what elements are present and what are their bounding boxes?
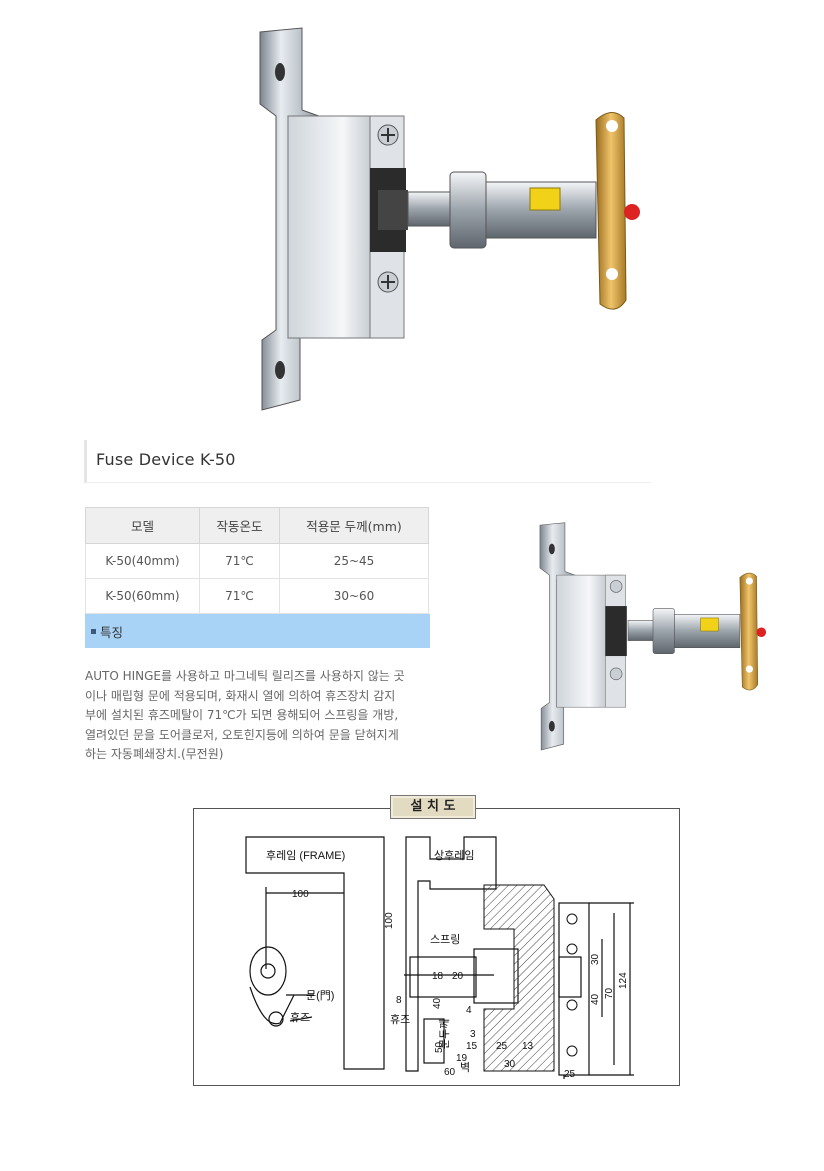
description-line: 이나 매립형 문에 적용되며, 화재시 열에 의하여 휴즈장치 감지 xyxy=(85,688,396,703)
dim-label: 19 xyxy=(456,1053,468,1064)
dim-label: 25 xyxy=(496,1041,508,1052)
bullet-square-icon xyxy=(91,629,96,634)
dim-label: 124 xyxy=(618,972,629,989)
label-fuse: 휴즈 xyxy=(290,1011,310,1024)
dim-label: 30 xyxy=(504,1059,516,1070)
dim-label: 4 xyxy=(466,1005,472,1016)
product-title: Fuse Device K-50 xyxy=(96,450,236,469)
dim-label: 13 xyxy=(522,1041,534,1052)
description-line: AUTO HINGE를 사용하고 마그네틱 릴리즈를 사용하지 않는 곳 xyxy=(85,669,405,683)
product-photo-small xyxy=(539,522,767,751)
dim-label: 18 xyxy=(432,971,444,982)
description-line: 하는 자동폐쇄장치.(무전원) xyxy=(85,747,224,761)
dim-label: 25 xyxy=(564,1069,576,1080)
product-title-box: Fuse Device K-50 xyxy=(84,440,651,483)
spec-table-header-row: 모델 작동온도 적용문 두께(mm) xyxy=(85,507,429,544)
dim-label: 3 xyxy=(470,1029,476,1040)
label-spring: 스프링 xyxy=(430,933,460,946)
label-door: 문(門) xyxy=(306,989,334,1002)
dim-label: 40 xyxy=(590,993,601,1005)
dim-label: 8 xyxy=(396,995,402,1006)
spec-header-thickness: 적용문 두께(mm) xyxy=(279,507,429,544)
dim-label: 20 xyxy=(452,971,464,982)
product-photo-large xyxy=(259,27,640,411)
spec-cell-temp: 71℃ xyxy=(199,578,280,614)
description-line: 부에 설치된 휴즈메탈이 71℃가 되면 용해되어 스프링을 개방, xyxy=(85,708,399,722)
spec-cell-model: K-50(40mm) xyxy=(85,543,200,579)
dim-label: 100 xyxy=(384,912,395,929)
label-frame: 후레임 (FRAME) xyxy=(266,849,345,862)
dim-label: 50 xyxy=(434,1041,445,1053)
spec-header-temp: 작동온도 xyxy=(199,507,280,544)
label-door-thickness: 문두께 xyxy=(438,1019,451,1049)
spec-cell-thickness: 30~60 xyxy=(279,578,429,614)
installation-diagram-title: 설 치 도 xyxy=(390,795,476,819)
dim-label: 60 xyxy=(444,1067,456,1078)
label-upper-frame: 상후레임 xyxy=(434,849,474,862)
features-heading-bar: 특징 xyxy=(85,614,430,648)
spec-cell-thickness: 25~45 xyxy=(279,543,429,579)
installation-diagram: 후레임 (FRAME) 상후레임 스프링 문(門) 휴즈 휴즈 문두께 벽 10… xyxy=(245,836,634,1080)
features-heading: 특징 xyxy=(100,625,124,640)
label-wall: 벽 xyxy=(460,1061,470,1074)
spec-header-model: 모델 xyxy=(85,507,200,544)
dim-label: 15 xyxy=(466,1041,478,1052)
dim-label: 30 xyxy=(590,953,601,965)
label-fuse-2: 휴즈 xyxy=(390,1013,410,1026)
features-description: AUTO HINGE를 사용하고 마그네틱 릴리즈를 사용하지 않는 곳 이나 … xyxy=(85,667,435,765)
dim-label: 70 xyxy=(604,987,615,999)
dim-label: 40 xyxy=(432,997,443,1009)
description-line: 열려있던 문을 도어클로저, 오토힌지등에 의하여 문을 닫혀지게 xyxy=(85,727,399,742)
spec-table: 모델 작동온도 적용문 두께(mm) K-50(40mm) 71℃ 25~45 … xyxy=(85,507,429,614)
spec-cell-model: K-50(60mm) xyxy=(85,578,200,614)
dim-label: 100 xyxy=(292,889,309,900)
table-row: K-50(40mm) 71℃ 25~45 xyxy=(85,543,429,579)
spec-cell-temp: 71℃ xyxy=(199,543,280,579)
table-row: K-50(60mm) 71℃ 30~60 xyxy=(85,578,429,614)
